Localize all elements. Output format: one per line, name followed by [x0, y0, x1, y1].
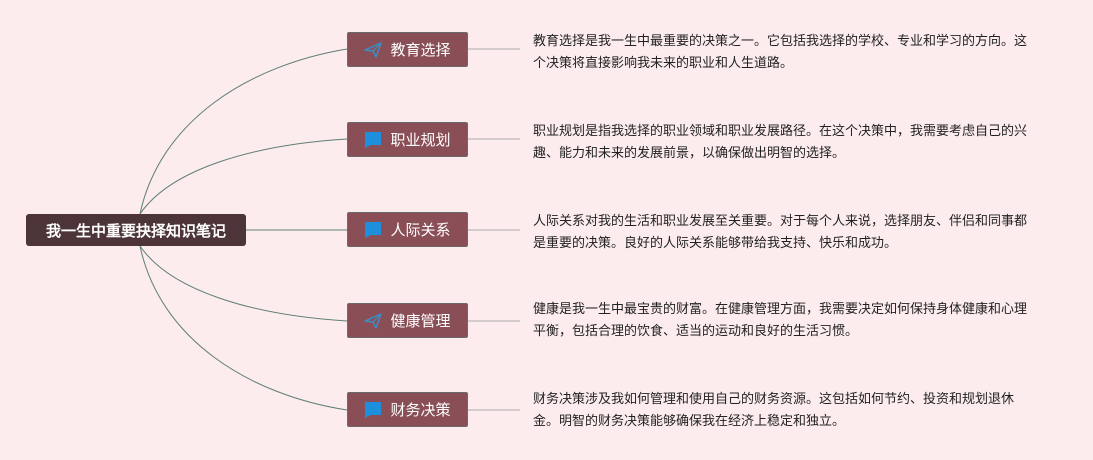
root-topic[interactable]: 我一生中重要抉择知识笔记 [26, 214, 246, 246]
branch-label: 健康管理 [390, 312, 451, 330]
paper-plane-icon [364, 312, 383, 330]
branch-description: 人际关系对我的生活和职业发展至关重要。对于每个人来说，选择朋友、伴侣和同事都是重… [533, 214, 1028, 251]
branch-health[interactable]: 健康管理 [347, 303, 468, 338]
connector-root-finance [139, 245, 348, 411]
branch-relationships[interactable]: 人际关系 [347, 212, 468, 247]
branch-label: 人际关系 [390, 221, 451, 239]
branch-label: 职业规划 [390, 131, 451, 149]
blue-flag-icon [364, 401, 382, 419]
connector-root-education [139, 48, 348, 215]
branch-description: 健康是我一生中最宝贵的财富。在健康管理方面，我需要决定如何保持身体健康和心理平衡… [533, 302, 1028, 339]
branch-description: 财务决策涉及我如何管理和使用自己的财务资源。这包括如何节约、投资和规划退休金。明… [533, 392, 1015, 429]
branch-description: 教育选择是我一生中最重要的决策之一。它包括我选择的学校、专业和学习的方向。这个决… [533, 34, 1028, 71]
blue-flag-icon [364, 221, 382, 239]
branch-education[interactable]: 教育选择 [347, 32, 468, 67]
connector-root-health [139, 245, 348, 322]
branch-label: 财务决策 [390, 401, 451, 419]
branch-label: 教育选择 [390, 41, 451, 59]
paper-plane-icon [364, 41, 383, 59]
branch-description: 职业规划是指我选择的职业领域和职业发展路径。在这个决策中，我需要考虑自己的兴趣、… [533, 124, 1028, 161]
root-topic-label: 我一生中重要抉择知识笔记 [45, 221, 226, 240]
connector-root-career [139, 138, 348, 215]
branch-finance[interactable]: 财务决策 [347, 392, 468, 427]
blue-flag-icon [364, 131, 382, 149]
branch-career[interactable]: 职业规划 [347, 122, 468, 157]
